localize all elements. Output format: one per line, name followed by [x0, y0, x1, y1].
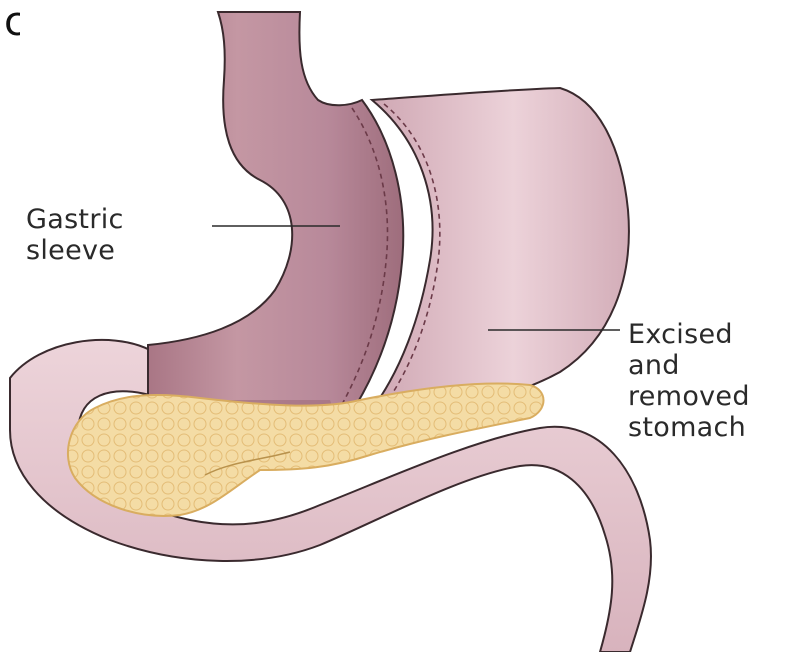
- excised-stomach-label-line: stomach: [628, 412, 750, 443]
- excised-stomach-label-line: removed: [628, 381, 750, 412]
- excised-stomach: [372, 88, 629, 407]
- excised-stomach-label-line: and: [628, 350, 750, 381]
- excised-stomach-label-line: Excised: [628, 319, 750, 350]
- gastric-sleeve-label-line: Gastric: [26, 204, 124, 235]
- gastric-sleeve-label-line: sleeve: [26, 235, 124, 266]
- panel-letter: c: [4, 2, 20, 42]
- gastric-sleeve-label: Gastric sleeve: [26, 204, 124, 266]
- excised-stomach-label: Excised and removed stomach: [628, 319, 750, 443]
- gastric-sleeve: [148, 12, 403, 430]
